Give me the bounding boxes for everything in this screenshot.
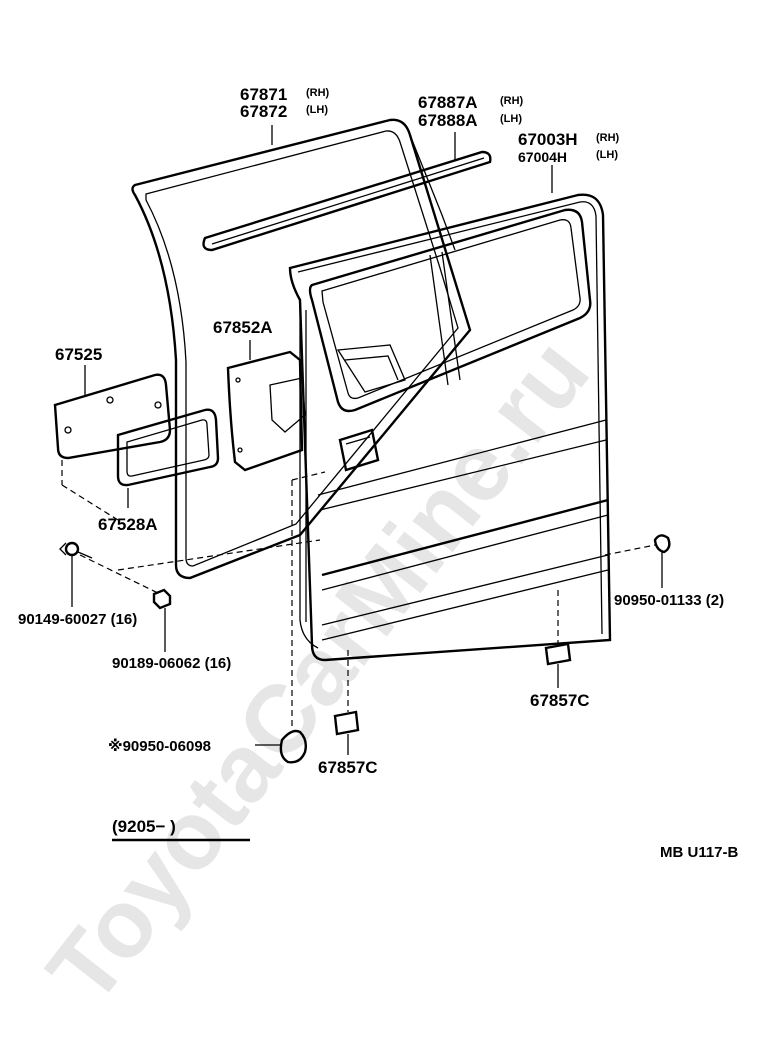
service-plate <box>53 373 172 460</box>
label-67004h: 67004H <box>518 149 567 165</box>
belt-moulding <box>202 150 492 252</box>
label-pad-right: 67857C <box>530 691 590 710</box>
pad-bottom <box>333 710 360 736</box>
label-67003h: 67003H <box>518 130 578 149</box>
label-screw: 90149-60027 (16) <box>18 611 137 628</box>
plug-right <box>653 534 671 554</box>
label-hole-plug: ※90950-06098 <box>108 737 211 755</box>
diagram-code: MB U117-B <box>660 844 739 861</box>
label-67003h-side: (RH) <box>596 132 620 144</box>
label-pad-bottom: 67857C <box>318 758 378 777</box>
access-cover <box>226 350 306 472</box>
screw <box>59 541 93 559</box>
callout-labels: 67871 (RH) 67872 (LH) 67887A (RH) 67888A… <box>18 85 739 861</box>
door-weatherstrip <box>131 118 472 580</box>
date-range: (9205− ) <box>112 817 176 836</box>
label-67888a: 67888A <box>418 111 478 130</box>
sliding-door-panel <box>288 193 612 662</box>
label-67004h-side: (LH) <box>596 149 618 161</box>
leader-lines <box>61 125 663 842</box>
label-67528a: 67528A <box>98 515 158 534</box>
label-67871-side: (RH) <box>306 87 330 99</box>
label-67872-side: (LH) <box>306 104 328 116</box>
label-67871: 67871 <box>240 85 287 104</box>
label-67888a-side: (LH) <box>500 113 522 125</box>
label-67887a-side: (RH) <box>500 95 524 107</box>
service-hole-seal <box>116 408 220 487</box>
label-67872: 67872 <box>240 102 287 121</box>
nut <box>152 588 172 610</box>
label-67525: 67525 <box>55 345 102 364</box>
label-plug-right: 90950-01133 (2) <box>614 592 724 609</box>
label-67887a: 67887A <box>418 93 478 112</box>
pad-right <box>544 642 572 666</box>
hole-plug <box>279 729 308 764</box>
label-67852a: 67852A <box>213 318 273 337</box>
label-nut: 90189-06062 (16) <box>112 655 231 672</box>
